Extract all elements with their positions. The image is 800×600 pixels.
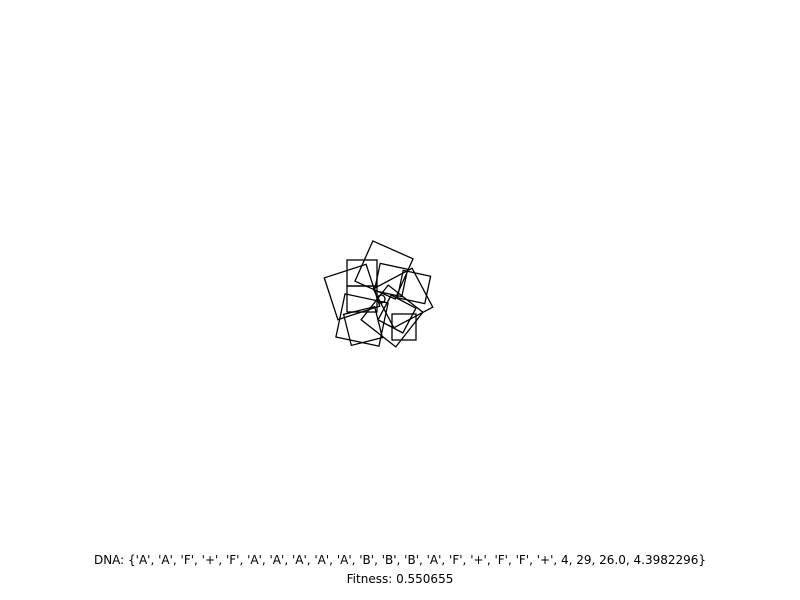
figure-square [396, 269, 432, 305]
figure-square [335, 293, 389, 347]
figure-square [360, 284, 424, 348]
figure-square [372, 267, 434, 329]
dna-label: DNA: {'A', 'A', 'F', '+', 'F', 'A', 'A',… [93, 553, 707, 567]
figure-circle [376, 294, 386, 304]
figure-square [373, 262, 409, 298]
figure-square [342, 305, 384, 347]
figure-square [377, 294, 417, 334]
fitness-label: Fitness: 0.550655 [346, 572, 454, 586]
figure-square [323, 263, 381, 321]
figure-square [391, 313, 417, 341]
